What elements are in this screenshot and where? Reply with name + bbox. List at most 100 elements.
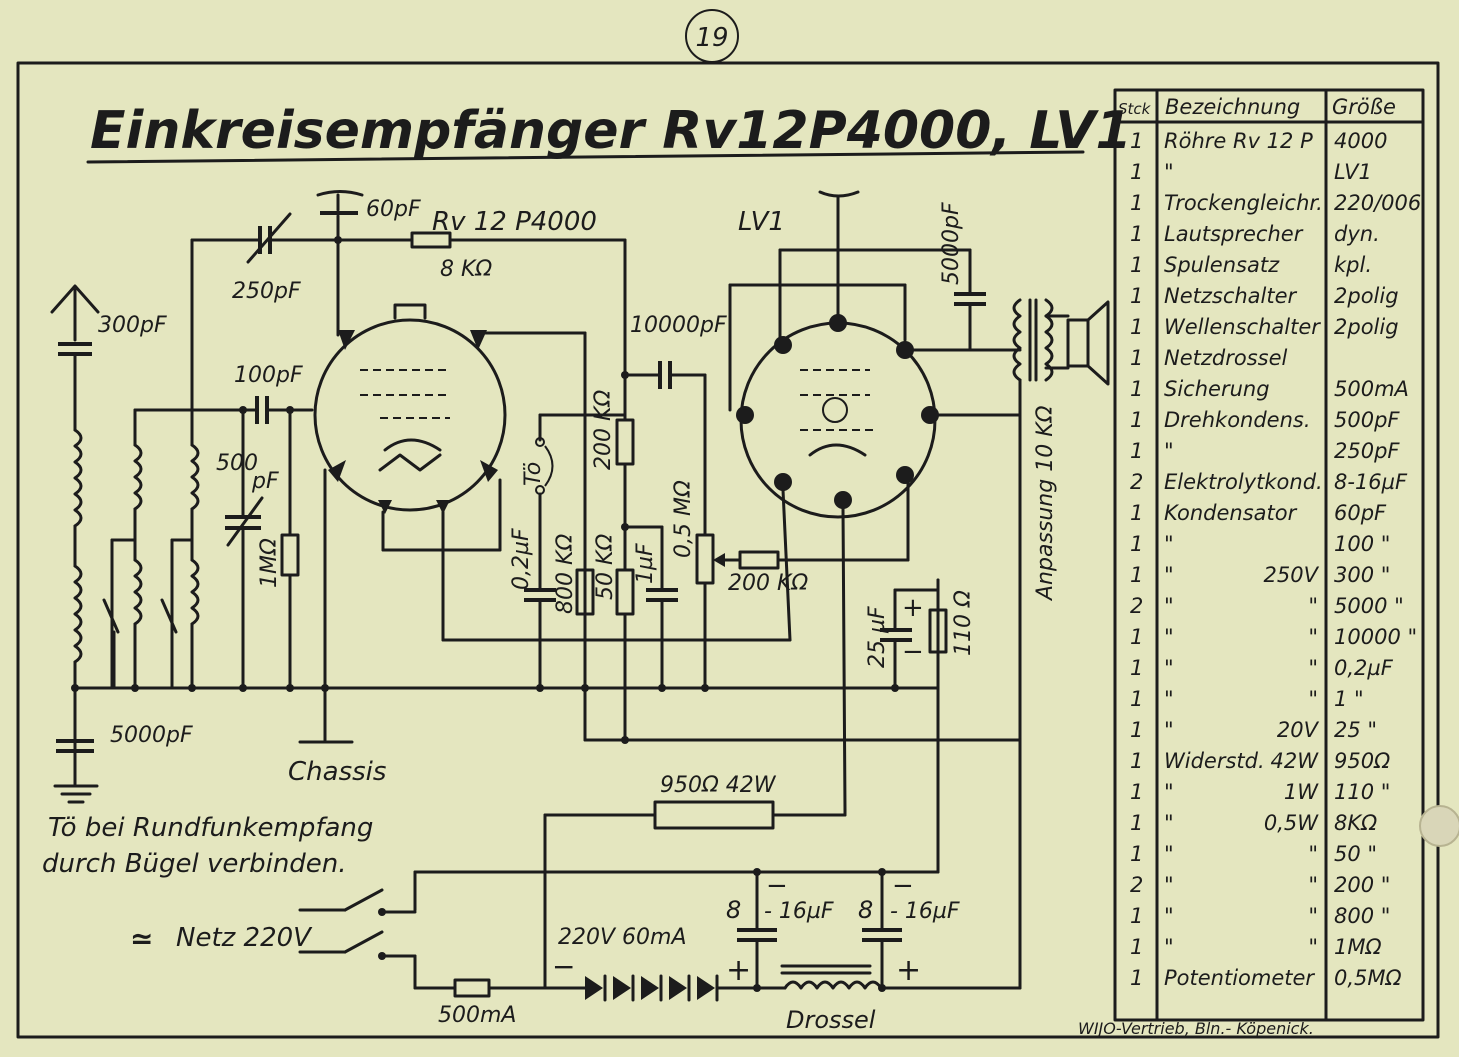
label-rect: 220V 60mA [558,925,687,950]
tube1-label: Rv 12 P4000 [432,207,597,237]
table-cell-name: " [1164,594,1174,618]
table-cell-name: " [1164,842,1174,866]
table-cell-rating: " [1308,594,1318,618]
table-cell-qty: 1 [1130,718,1143,742]
table-cell-size: 0,2µF [1334,656,1394,680]
table-cell-size: 110 " [1334,780,1390,804]
table-cell-name: Drehkondens. [1164,408,1311,432]
table-header-size: Größe [1332,95,1396,119]
table-cell-qty: 1 [1130,191,1143,215]
schematic [50,190,1110,1002]
table-cell-rating: " [1308,873,1318,897]
table-cell-name: " [1164,811,1174,835]
table-cell-name: " [1164,873,1174,897]
table-cell-size: 50 " [1334,842,1377,866]
table-cell-size: 5000 " [1334,594,1404,618]
table-cell-size: 0,5MΩ [1334,966,1402,990]
tube2-label: LV1 [738,207,785,237]
label-elko1-plus: + [726,953,751,988]
table-cell-qty: 1 [1130,222,1143,246]
label-r1m: 1MΩ [257,538,282,588]
table-cell-rating: " [1308,687,1318,711]
label-elko1-minus: − [766,871,788,901]
table-cell-size: LV1 [1334,160,1372,184]
table-cell-rating: " [1308,625,1318,649]
label-r50k: 50 KΩ [593,534,618,600]
label-c1u: 1µF [633,543,658,584]
table-cell-rating: " [1308,904,1318,928]
table-cell-size: dyn. [1334,222,1380,246]
title-underline [86,150,1085,164]
table-cell-rating: 250V [1264,563,1320,587]
table-cell-qty: 1 [1130,532,1143,556]
table-cell-size: 2polig [1334,315,1399,339]
table-cell-name: Wellenschalter [1164,315,1321,339]
label-fuse: 500mA [438,1003,516,1028]
label-elko2-plus: + [896,953,921,988]
table-cell-name: " [1164,439,1174,463]
table-cell-size: 500mA [1334,377,1409,401]
label-r8k: 8 KΩ [440,257,492,282]
table-header-name: Bezeichnung [1165,95,1300,119]
label-elko2-b: - 16µF [890,899,960,924]
label-c25-plus: + [902,593,924,623]
label-c500-a: 500 [216,451,258,476]
table-cell-rating: 20V [1277,718,1320,742]
binder-hole [1419,805,1459,847]
table-cell-qty: 1 [1130,780,1143,804]
table-cell-size: 100 " [1334,532,1390,556]
table-cell-qty: 1 [1130,811,1143,835]
label-rect-minus: − [552,950,575,983]
table-cell-qty: 2 [1130,873,1143,897]
table-cell-qty: 1 [1130,966,1143,990]
note-line-2: durch Bügel verbinden. [42,849,347,879]
table-cell-size: 1 " [1334,687,1364,711]
label-c300: 300pF [98,313,167,338]
table-header-qty: Stck [1118,100,1152,118]
table-cell-size: 300 " [1334,563,1390,587]
label-elko2-a: 8 [858,896,873,924]
table-cell-name: Röhre Rv 12 P [1164,129,1313,153]
table-cell-size: 8KΩ [1334,811,1377,835]
table-cell-name: " [1164,780,1174,804]
table-cell-qty: 1 [1130,904,1143,928]
table-cell-name: Kondensator [1164,501,1298,525]
table-cell-name: Spulensatz [1164,253,1280,277]
label-r800k: 800 KΩ [553,534,578,614]
table-cell-qty: 1 [1130,625,1143,649]
table-cell-name: Trockengleichr. [1164,191,1323,215]
schematic-labels: Rv 12 P4000 LV1 60pF 250pF 8 KΩ 300pF 10… [42,197,1314,1038]
table-cell-name: " [1164,656,1174,680]
table-cell-qty: 1 [1130,501,1143,525]
table-cell-name: Sicherung [1164,377,1270,401]
label-to: Tö [521,462,546,486]
page-title: Einkreisempfänger Rv12P4000, LV1 [90,101,1132,161]
table-cell-size: 10000 " [1334,625,1417,649]
table-cell-qty: 1 [1130,346,1143,370]
table-cell-qty: 1 [1130,284,1143,308]
table-cell-size: 500pF [1334,408,1400,432]
label-c5000-ant: 5000pF [110,723,193,748]
mains-symbol: ≃ [130,922,153,955]
table-cell-qty: 1 [1130,129,1143,153]
table-cell-size: 25 " [1334,718,1377,742]
table-cell-qty: 2 [1130,594,1143,618]
table-cell-size: 800 " [1334,904,1390,928]
label-mains: Netz 220V [176,923,313,953]
table-cell-size: 200 " [1334,873,1390,897]
table-cell-qty: 1 [1130,687,1143,711]
table-cell-name: " [1164,625,1174,649]
label-c10000: 10000pF [630,313,727,338]
table-cell-name: " [1164,687,1174,711]
label-c02: 0,2µF [509,528,534,590]
table-cell-qty: 1 [1130,408,1143,432]
table-cell-size: 2polig [1334,284,1399,308]
table-cell-size: 1MΩ [1334,935,1382,959]
table-cell-rating: " [1308,656,1318,680]
table-cell-name: " [1164,935,1174,959]
footer-text: WIJO-Vertrieb, Bln.- Köpenick. [1078,1019,1314,1038]
table-cell-name: " [1164,718,1174,742]
table-cell-qty: 1 [1130,315,1143,339]
